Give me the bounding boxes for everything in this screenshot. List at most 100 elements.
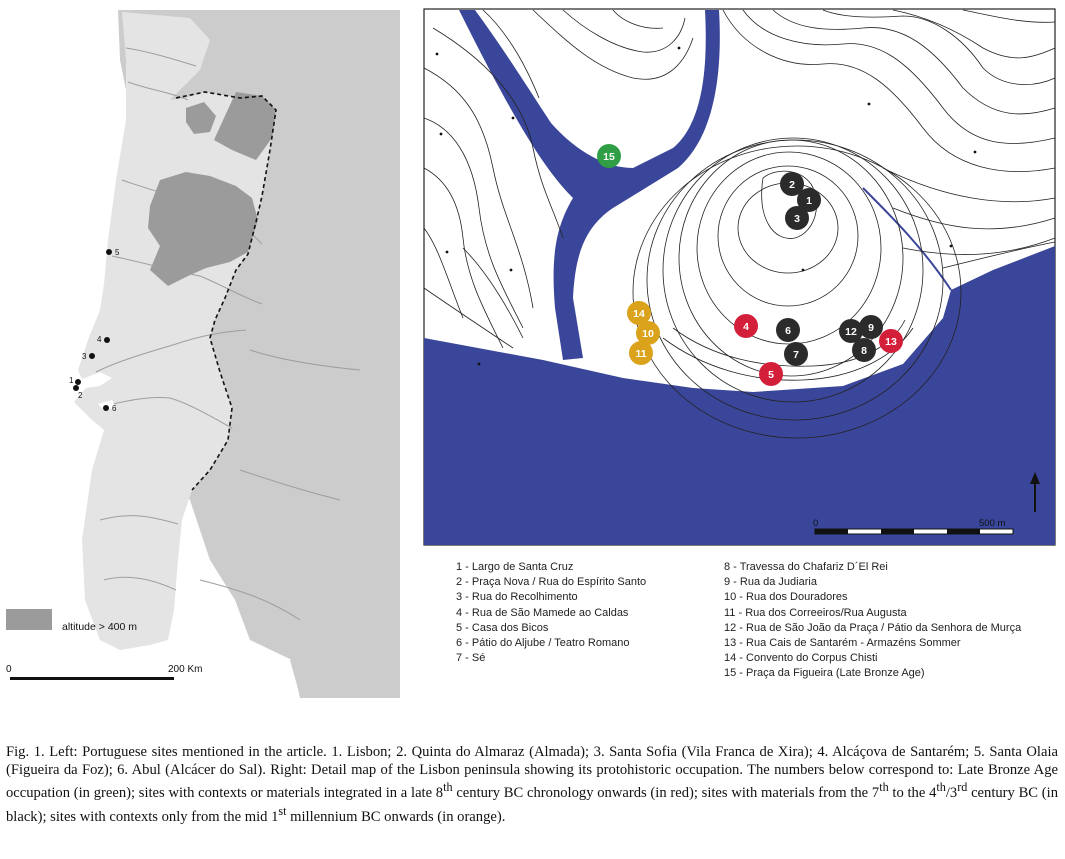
site-marker-label: 2: [789, 179, 795, 191]
left-scale-start: 0: [6, 664, 12, 675]
site-marker-6: 6: [776, 318, 800, 342]
figure-caption: Fig. 1. Left: Portuguese sites mentioned…: [6, 744, 1058, 826]
spot-heights: [435, 46, 977, 366]
site-marker-circle: [879, 329, 903, 353]
site-point-5: [106, 249, 112, 255]
site-marker-circle: [785, 206, 809, 230]
altitude-legend-swatch: [6, 609, 52, 630]
caption-sup: th: [936, 780, 946, 795]
site-marker-label: 9: [868, 322, 874, 334]
site-marker-11: 11: [629, 341, 653, 365]
portugal-landmass: [74, 12, 276, 650]
left-scale-end: 200 Km: [168, 664, 202, 675]
site-marker-15: 15: [597, 144, 621, 168]
site-marker-label: 15: [603, 151, 615, 163]
site-marker-3: 3: [785, 206, 809, 230]
site-marker-label: 6: [785, 325, 791, 337]
site-entry-13: 13 - Rua Cais de Santarém - Armazéns Som…: [724, 637, 961, 650]
caption-sup: rd: [957, 780, 968, 795]
site-entry-11: 11 - Rua dos Correeiros/Rua Augusta: [724, 606, 907, 619]
site-marker-circle: [597, 144, 621, 168]
site-point-2: [73, 385, 79, 391]
site-point-3: [89, 353, 95, 359]
site-marker-circle: [780, 172, 804, 196]
site-marker-10: 10: [636, 321, 660, 345]
caption-sup: st: [278, 803, 287, 818]
site-marker-circle: [776, 318, 800, 342]
site-entry-14: 14 - Convento do Corpus Chisti: [724, 652, 878, 665]
site-entry-3: 3 - Rua do Recolhimento: [456, 591, 578, 604]
site-point-4: [104, 337, 110, 343]
site-point-1: [75, 379, 81, 385]
site-marker-circle: [629, 341, 653, 365]
site-marker-label: 7: [793, 349, 799, 361]
site-entry-2: 2 - Praça Nova / Rua do Espírito Santo: [456, 576, 647, 589]
site-marker-label: 14: [633, 308, 645, 320]
altitude-legend-label: altitude > 400 m: [62, 621, 137, 633]
caption-text: /3: [945, 785, 958, 802]
caption-text: to the 4: [888, 785, 937, 802]
site-entry-5: 5 - Casa dos Bicos: [456, 621, 549, 634]
site-entry-10: 10 - Rua dos Douradores: [724, 591, 848, 604]
site-marker-circle: [784, 342, 808, 366]
site-entry-6: 6 - Pátio do Aljube / Teatro Romano: [456, 637, 630, 650]
site-marker-label: 5: [768, 369, 774, 381]
right-scale-bar: [814, 528, 1014, 535]
portugal-map: 5 4 3 1 2 6 altitude > 400 m 0 200 Km: [6, 10, 400, 698]
site-entry-9: 9 - Rua da Judiaria: [724, 576, 817, 589]
site-label-3: 3: [82, 352, 87, 361]
site-marker-label: 10: [642, 328, 654, 340]
caption-text: millennium BC onwards (in orange).: [286, 808, 506, 825]
site-marker-14: 14: [627, 301, 651, 325]
site-marker-label: 4: [743, 321, 749, 333]
site-marker-circle: [636, 321, 660, 345]
site-marker-circle: [627, 301, 651, 325]
site-marker-label: 11: [635, 348, 646, 360]
site-marker-circle: [759, 362, 783, 386]
site-label-4: 4: [97, 335, 102, 344]
spain-south: [290, 648, 345, 696]
stream-line: [862, 187, 952, 291]
right-scale-end: 500 m: [979, 518, 1005, 529]
caption-text: century BC (in black); sites with contex…: [6, 785, 1058, 825]
valley-channel: [459, 10, 720, 360]
site-marker-label: 12: [845, 326, 857, 338]
caption-text: Fig. 1. Left: Portuguese sites mentioned…: [6, 744, 1058, 802]
site-entry-1: 1 - Largo de Santa Cruz: [456, 561, 574, 573]
sado-estuary: [98, 400, 116, 410]
right-scale-start: 0: [813, 518, 818, 529]
site-marker-label: 1: [806, 195, 812, 207]
site-entry-7: 7 - Sé: [456, 652, 486, 665]
site-marker-circle: [839, 319, 863, 343]
site-marker-circle: [859, 315, 883, 339]
tagus-water: [424, 246, 1055, 545]
rivers: [95, 47, 361, 621]
site-label-1: 1: [69, 376, 74, 385]
caption-text: century BC chronology onwards (in red); …: [452, 785, 880, 802]
site-points: [73, 249, 112, 411]
site-marker-4: 4: [734, 314, 758, 338]
site-entry-15: 15 - Praça da Figueira (Late Bronze Age): [724, 667, 925, 680]
site-marker-12: 12: [839, 319, 863, 343]
site-label-6: 6: [112, 404, 117, 413]
caption-sup: th: [879, 780, 889, 795]
site-marker-label: 8: [861, 345, 867, 357]
site-list-right: 8 - Travessa do Chafariz D´El Rei 9 - Ru…: [724, 560, 1021, 682]
site-point-6: [103, 405, 109, 411]
site-marker-9: 9: [859, 315, 883, 339]
north-arrow-icon: [1030, 472, 1040, 512]
site-marker-8: 8: [852, 338, 876, 362]
site-entry-8: 8 - Travessa do Chafariz D´El Rei: [724, 561, 888, 573]
site-entry-12: 12 - Rua de São João da Praça / Pátio da…: [724, 621, 1022, 634]
highlands: [148, 92, 276, 286]
site-marker-circle: [734, 314, 758, 338]
site-label-5: 5: [115, 248, 120, 257]
site-marker-13: 13: [879, 329, 903, 353]
site-list-left: 1 - Largo de Santa Cruz 2 - Praça Nova /…: [456, 560, 646, 666]
caption-sup: th: [443, 780, 453, 795]
left-scale-bar: [10, 677, 174, 680]
tagus-estuary: [80, 372, 112, 388]
site-label-2: 2: [78, 391, 83, 400]
site-marker-circle: [797, 188, 821, 212]
